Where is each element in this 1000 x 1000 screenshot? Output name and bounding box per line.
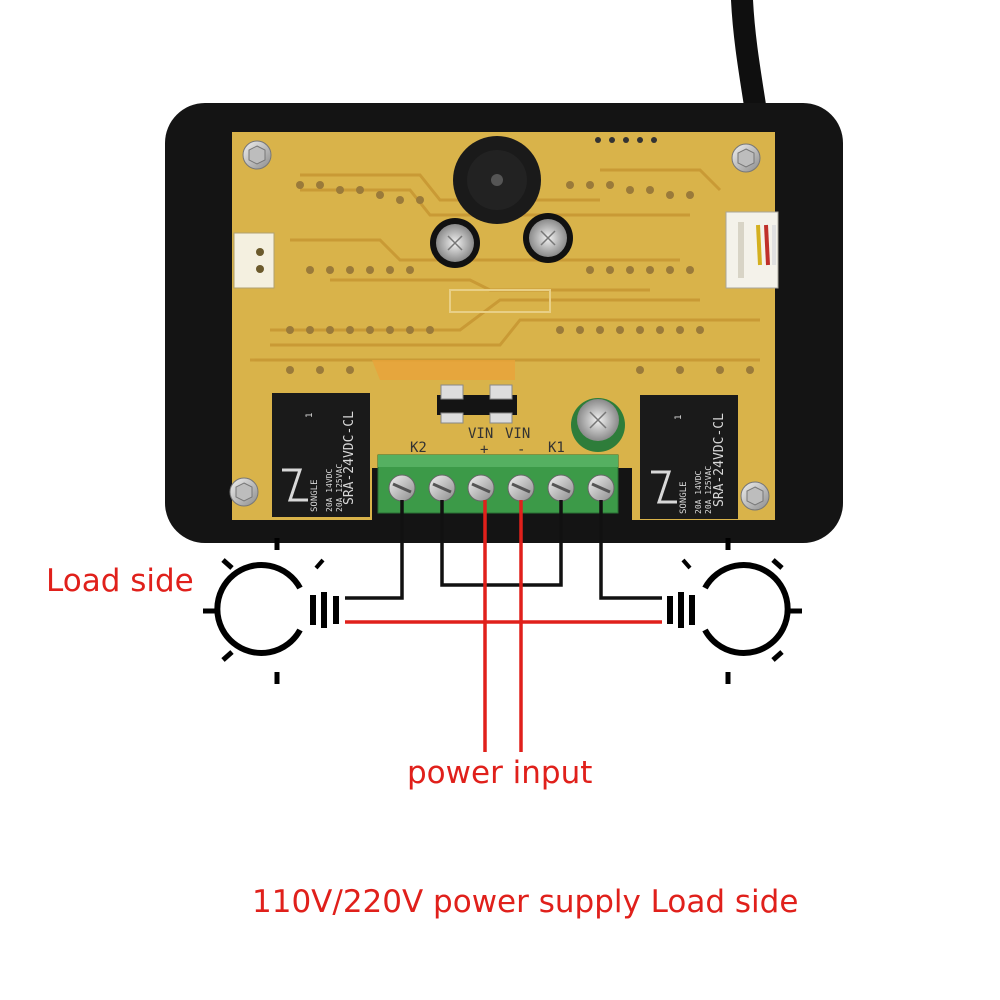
terminal-labels: K2 VIN VIN + - K1 [410,426,565,458]
relay-k2-brand: SONGLE [310,479,320,512]
center-jumper [437,384,517,424]
mounting-screws [229,140,770,511]
relay-k1-logo [651,470,677,504]
pin-header [233,232,275,289]
light-bulb-right-icon [667,538,802,684]
relay-k2-logo [282,468,308,502]
terminal-block [377,454,619,514]
relay-k2-rating1: 20A 14VDC [325,468,334,512]
load-side-label: Load side [46,563,194,599]
terminal-screws [388,474,615,502]
relay-k2-rating2: 20A 125VAC [335,464,344,512]
wire-k2-k1-bridge [440,500,563,587]
relay-k2-pin: 1 [305,413,315,418]
capacitors [430,213,625,452]
caption-label: 110V/220V power supply Load side [252,884,799,920]
label-plus: + [480,442,488,458]
relay-k1-model: SRA-24VDC-CL [712,413,727,507]
relay-k1: SRA-24VDC-CL SONGLE 20A 14VDC 20A 125VAC… [640,395,738,519]
label-vin-plus: VIN [468,426,493,442]
wire-k2-load [345,500,404,600]
label-vin-minus: VIN [505,426,530,442]
light-bulb-left-icon [203,538,339,684]
relay-k1-rating2: 20A 125VAC [704,466,713,514]
wire-k1-load [599,500,662,600]
relay-k2-model: SRA-24VDC-CL [342,411,357,505]
label-k1: K1 [548,440,565,456]
relay-k1-rating1: 20A 14VDC [694,470,703,514]
relay-k2: SRA-24VDC-CL SONGLE 20A 14VDC 20A 125VAC… [272,393,370,517]
sensor-connector [725,211,779,289]
label-minus: - [517,442,525,458]
buzzer [453,136,541,224]
wires [345,500,662,752]
relay-k1-brand: SONGLE [679,481,689,514]
label-k2: K2 [410,440,427,456]
power-input-label: power input [407,755,593,791]
relay-k1-pin: 1 [674,415,684,420]
